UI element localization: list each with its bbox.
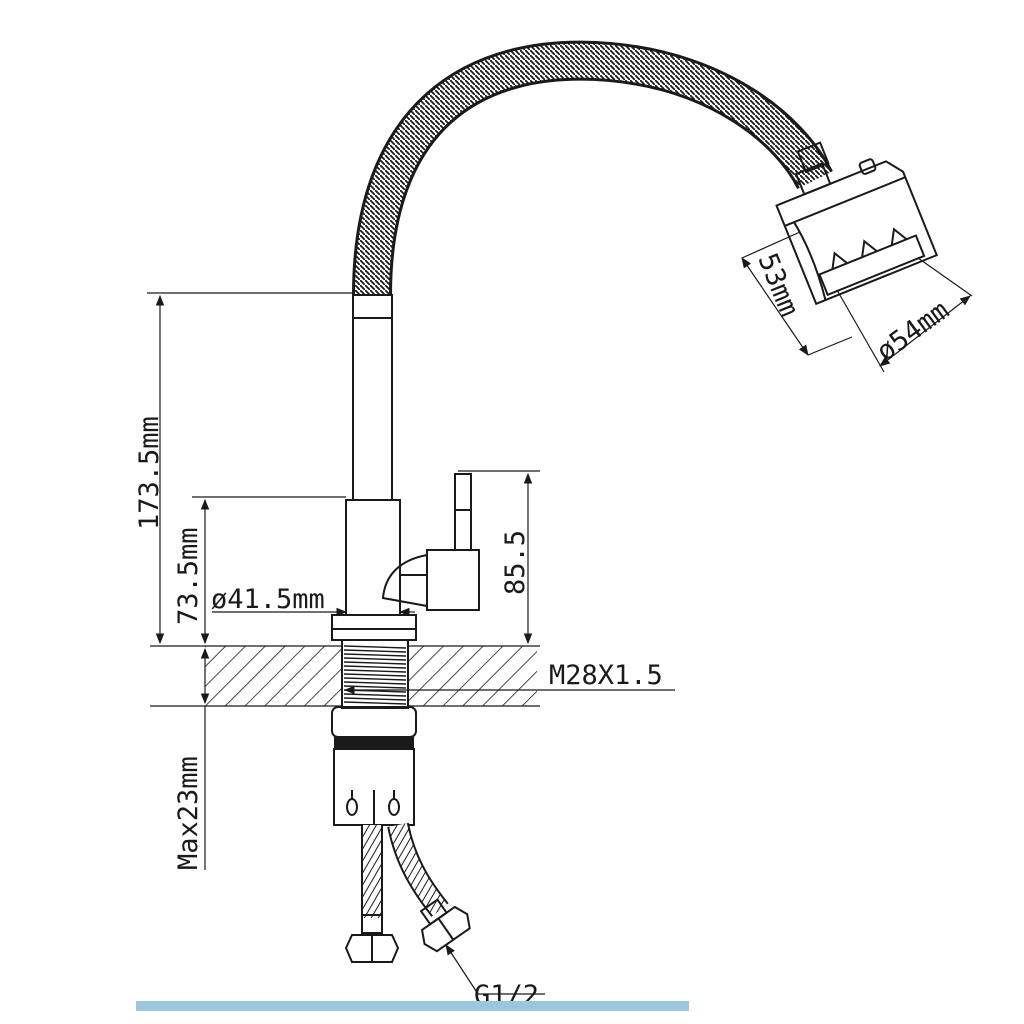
thread-line <box>343 649 407 653</box>
supply-hoses <box>344 822 471 963</box>
dim-body-diameter: ø41.5mm <box>211 584 325 615</box>
dim-head-height: 53mm <box>752 249 805 321</box>
spray-head <box>775 141 939 306</box>
thread-line <box>343 645 407 649</box>
thread-line <box>343 673 407 677</box>
thread-line <box>343 669 407 673</box>
dim-head-diameter: ø54mm <box>871 295 955 368</box>
thread-line <box>343 677 407 681</box>
dimension-lines <box>147 231 973 995</box>
thread-line <box>343 661 407 665</box>
thread-line <box>343 681 407 685</box>
dim-total-height: 173.5mm <box>134 416 165 530</box>
thread-line <box>343 653 407 657</box>
mounting-nut <box>331 706 417 826</box>
flexible-spout-hose <box>352 40 833 296</box>
dim-body-height: 73.5mm <box>173 527 204 625</box>
thread-line <box>343 693 407 697</box>
dim-max-counter-thickness: Max23mm <box>173 756 204 870</box>
dim-thread: M28X1.5 <box>549 660 663 691</box>
dim-handle-height: 85.5 <box>500 530 531 595</box>
riser-tube <box>352 294 393 501</box>
base-strip <box>136 1001 689 1011</box>
thread-line <box>343 701 407 705</box>
lever-handle <box>381 473 480 611</box>
thread-line <box>343 665 407 669</box>
thread-line <box>343 697 407 701</box>
threaded-shank <box>341 639 409 709</box>
thread-line <box>343 657 407 661</box>
faucet-body <box>331 499 417 641</box>
